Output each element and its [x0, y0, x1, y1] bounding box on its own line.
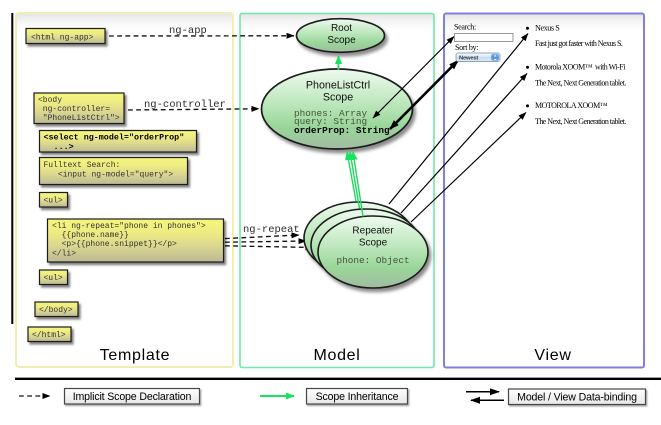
svg-text:ng-app: ng-app [169, 25, 207, 37]
svg-text:ng-controller: ng-controller [144, 99, 226, 111]
svg-text:Model / View Data-binding: Model / View Data-binding [517, 392, 637, 404]
svg-text:Scope: Scope [327, 35, 356, 46]
svg-text:Sort by:: Sort by: [455, 43, 478, 52]
svg-text:</body>: </body> [39, 306, 73, 315]
svg-text:{{phone.name}}: {{phone.name}} [52, 231, 129, 240]
svg-text:Model: Model [313, 347, 360, 364]
svg-text:<input ng-model="query">: <input ng-model="query"> [44, 170, 174, 179]
svg-text:Root: Root [331, 23, 352, 34]
svg-text:View: View [534, 347, 571, 364]
svg-text:phone: Object: phone: Object [337, 255, 410, 266]
svg-text:ng-controller=: ng-controller= [38, 105, 110, 114]
svg-text:Implicit Scope Declaration: Implicit Scope Declaration [73, 391, 192, 403]
svg-text:<body: <body [38, 96, 62, 105]
svg-text:Newest: Newest [459, 55, 478, 61]
svg-text:</html>: </html> [32, 331, 66, 340]
svg-text:MOTOROLA XOOM™: MOTOROLA XOOM™ [535, 101, 608, 110]
svg-text:...>: ...> [44, 142, 74, 152]
svg-text:Template: Template [100, 347, 171, 364]
svg-text:The Next, Next Generation tabl: The Next, Next Generation tablet. [535, 78, 626, 87]
svg-text:phones: Array: phones: Array [294, 108, 368, 119]
svg-text:ng-repeat: ng-repeat [243, 224, 300, 236]
svg-text:<p>{{phone.snippet}}</p>: <p>{{phone.snippet}}</p> [52, 240, 177, 249]
svg-text:PhoneListCtrl: PhoneListCtrl [306, 80, 370, 92]
svg-text:Search:: Search: [454, 23, 476, 32]
svg-text:"PhoneListCtrl">: "PhoneListCtrl"> [38, 114, 120, 123]
svg-text:query: String: query: String [294, 116, 367, 127]
svg-text:<select ng-model="orderProp": <select ng-model="orderProp" [44, 133, 185, 143]
svg-text:Fulltext Search:: Fulltext Search: [44, 161, 121, 170]
svg-text:<li ng-repeat="phone in phones: <li ng-repeat="phone in phones"> [52, 222, 206, 231]
svg-text:Nexus S: Nexus S [535, 24, 560, 33]
svg-text:Scope Inheritance: Scope Inheritance [316, 391, 399, 403]
svg-text:orderProp: String: orderProp: String [294, 125, 390, 136]
svg-text:Scope: Scope [323, 92, 353, 104]
svg-text:Motorola XOOM™ with Wi-Fi: Motorola XOOM™ with Wi-Fi [535, 63, 626, 72]
svg-text:<ul>: <ul> [44, 274, 63, 283]
svg-text:<ul>: <ul> [44, 197, 63, 206]
svg-text:</li>: </li> [52, 249, 76, 258]
svg-text:Scope: Scope [359, 238, 388, 249]
svg-text:The Next, Next Generation tabl: The Next, Next Generation tablet. [535, 117, 626, 126]
svg-text:Fast just got faster with Nexu: Fast just got faster with Nexus S. [535, 39, 623, 48]
svg-text:Repeater: Repeater [352, 226, 394, 237]
svg-text:<html ng-app>: <html ng-app> [31, 33, 94, 42]
